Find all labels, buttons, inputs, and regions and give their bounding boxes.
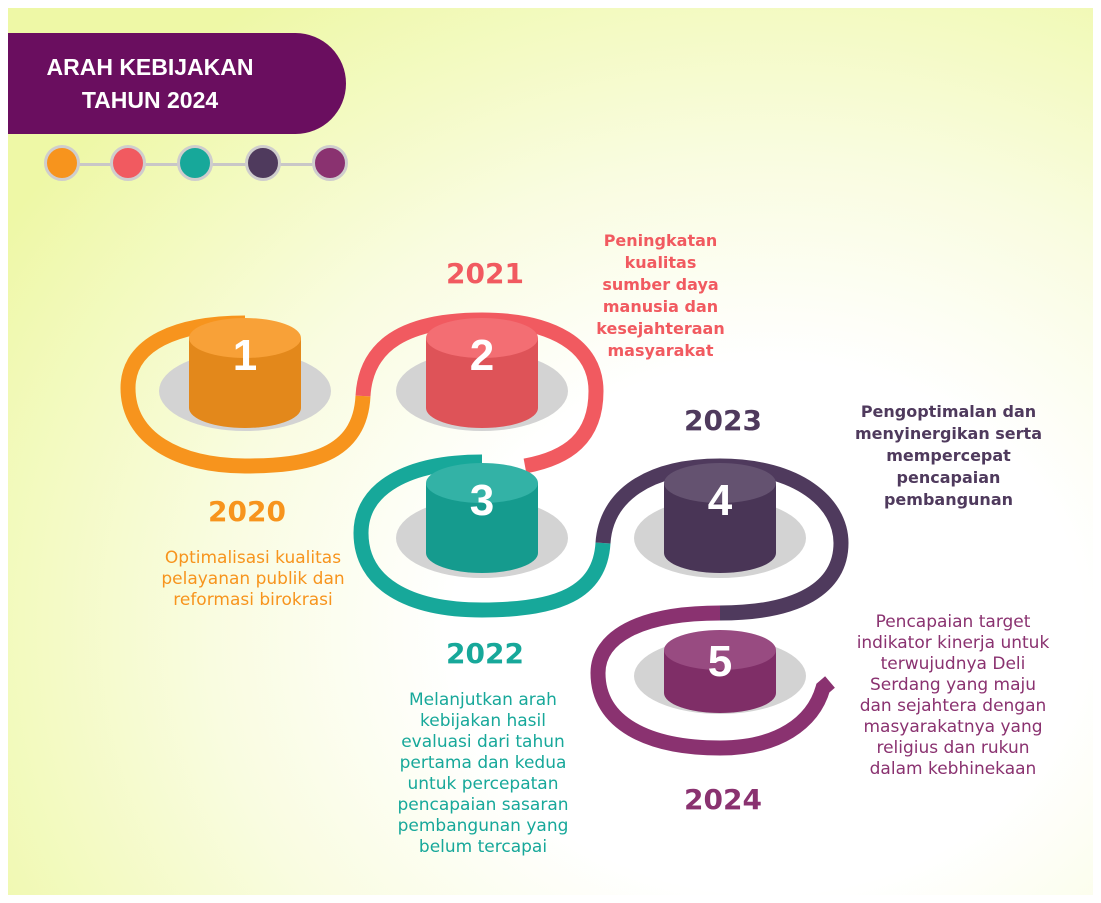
step-3-cylinder: [426, 463, 538, 573]
step-3-number: 3: [470, 476, 494, 525]
step-5-description: Pencapaian target indikator kinerja untu…: [856, 612, 1050, 779]
page-title: ARAH KEBIJAKAN TAHUN 2024: [46, 54, 254, 113]
ribbon-teal: [353, 454, 611, 618]
ribbon-orange: [120, 315, 371, 474]
step-1-year: 2020: [208, 495, 286, 528]
step-3-description: Melanjutkan arah kebijakan hasil evaluas…: [397, 690, 569, 857]
step-3-year: 2022: [446, 637, 524, 670]
dot-orange-icon: [44, 145, 80, 181]
step-4-year: 2023: [684, 404, 762, 437]
step-2-description: Peningkatan kualitas sumber daya manusia…: [596, 231, 725, 360]
infographic-frame: ARAH KEBIJAKAN TAHUN 2024: [8, 8, 1093, 895]
ribbon-purple: [595, 458, 849, 621]
step-2-year: 2021: [446, 257, 524, 290]
dot-teal-icon: [177, 145, 213, 181]
step-5-cylinder: [664, 630, 776, 713]
ribbon-magenta: [590, 605, 835, 756]
dot-purple-icon: [245, 145, 281, 181]
step-4-number: 4: [708, 476, 733, 525]
title-banner: ARAH KEBIJAKAN TAHUN 2024: [8, 33, 346, 134]
step-2-number: 2: [470, 331, 494, 380]
ribbon-red: [355, 312, 604, 474]
dot-red-icon: [110, 145, 146, 181]
step-1-number: 1: [233, 331, 257, 380]
timeline-diagram: 1 2 3 4 5: [120, 312, 849, 756]
step-4-description: Pengoptimalan dan menyinergikan serta me…: [854, 402, 1042, 509]
step-1-cylinder: [189, 318, 301, 428]
step-1-description: Optimalisasi kualitas pelayanan publik d…: [161, 548, 345, 610]
step-2-cylinder: [426, 318, 538, 428]
step-4-cylinder: [664, 463, 776, 573]
step-5-number: 5: [708, 637, 732, 686]
step-5-year: 2024: [684, 783, 762, 816]
dot-magenta-icon: [312, 145, 348, 181]
